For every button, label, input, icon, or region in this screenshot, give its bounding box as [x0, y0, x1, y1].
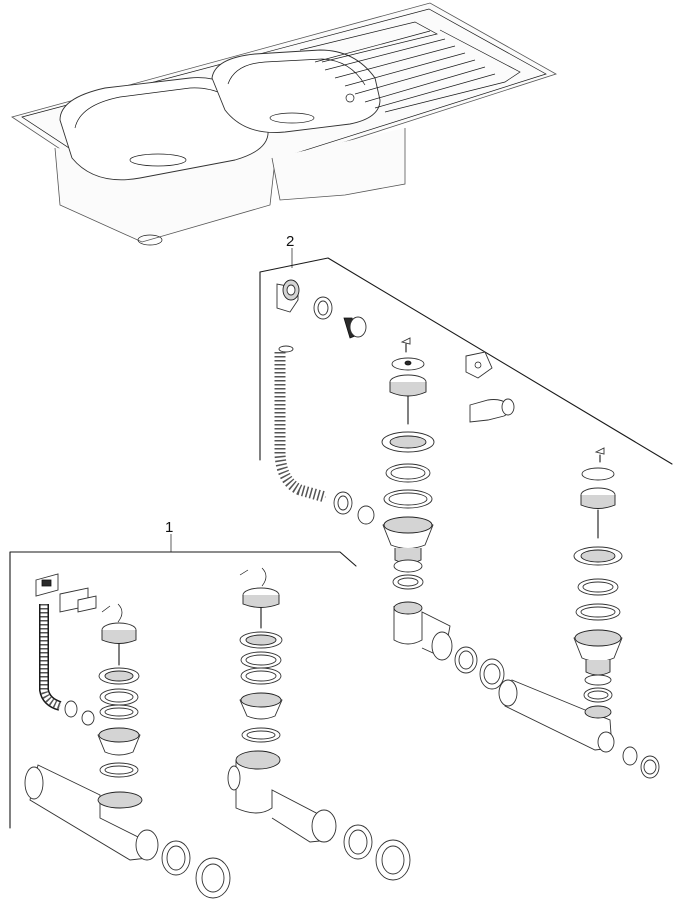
- waste-column-set-1-left: [24, 603, 231, 899]
- overflow-elbow: [276, 279, 300, 313]
- set-2-group: 2: [259, 233, 673, 779]
- waste-column-set-1-right: [227, 567, 411, 881]
- set-1-group: 1: [9, 519, 411, 899]
- overflow-hose: [274, 345, 327, 503]
- waste-column-left: [381, 337, 505, 690]
- clamp-parts: [465, 351, 515, 423]
- callout-2: 2: [286, 233, 294, 250]
- set-2-bracket: [259, 257, 673, 465]
- drainboard-grooves: [299, 21, 521, 113]
- overflow-plate-set-1: [35, 573, 97, 726]
- sink-illustration: [11, 2, 557, 246]
- callout-1: 1: [165, 519, 173, 536]
- overflow-nut: [343, 316, 367, 339]
- set-1-bracket: [9, 551, 357, 829]
- waste-column-right: [498, 447, 660, 779]
